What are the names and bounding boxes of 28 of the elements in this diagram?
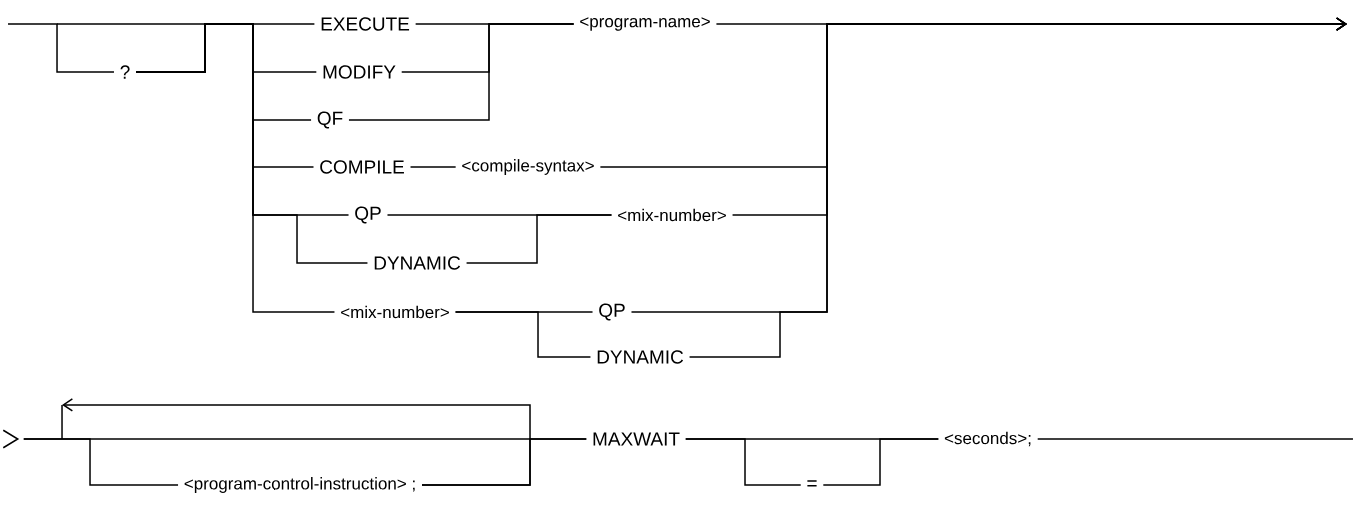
syntax-term: <mix-number> bbox=[618, 208, 726, 222]
connector-line bbox=[465, 214, 613, 264]
syntax-term: <mix-number> bbox=[341, 305, 449, 319]
syntax-term: QP bbox=[599, 303, 625, 321]
syntax-term: DYNAMIC bbox=[374, 256, 461, 270]
syntax-term: MODIFY bbox=[323, 65, 396, 79]
connector-line bbox=[421, 438, 588, 486]
syntax-term: <program-control-instruction> ; bbox=[184, 477, 415, 493]
syntax-term: COMPILE bbox=[320, 160, 404, 174]
syntax-term: QF bbox=[317, 111, 343, 129]
connector-line bbox=[348, 23, 575, 121]
connector-line bbox=[7, 23, 115, 73]
syntax-term: <compile-syntax> bbox=[462, 159, 594, 175]
syntax-term: ? bbox=[120, 65, 130, 79]
syntax-term: MAXWAIT bbox=[593, 432, 680, 446]
chevron bbox=[2, 429, 20, 449]
loop-arrow bbox=[688, 17, 1347, 358]
syntax-term: DYNAMIC bbox=[597, 350, 684, 364]
connector-line bbox=[454, 311, 592, 358]
connector-line bbox=[409, 166, 457, 168]
connector-line bbox=[822, 438, 940, 486]
connector-line bbox=[1036, 438, 1353, 440]
syntax-term: = bbox=[807, 480, 817, 487]
syntax-term: QP bbox=[355, 206, 381, 224]
syntax-term: <program-name> bbox=[580, 17, 710, 31]
syntax-term: EXECUTE bbox=[321, 17, 410, 31]
syntax-term: <seconds>; bbox=[944, 431, 1031, 447]
connector-line bbox=[135, 23, 336, 313]
